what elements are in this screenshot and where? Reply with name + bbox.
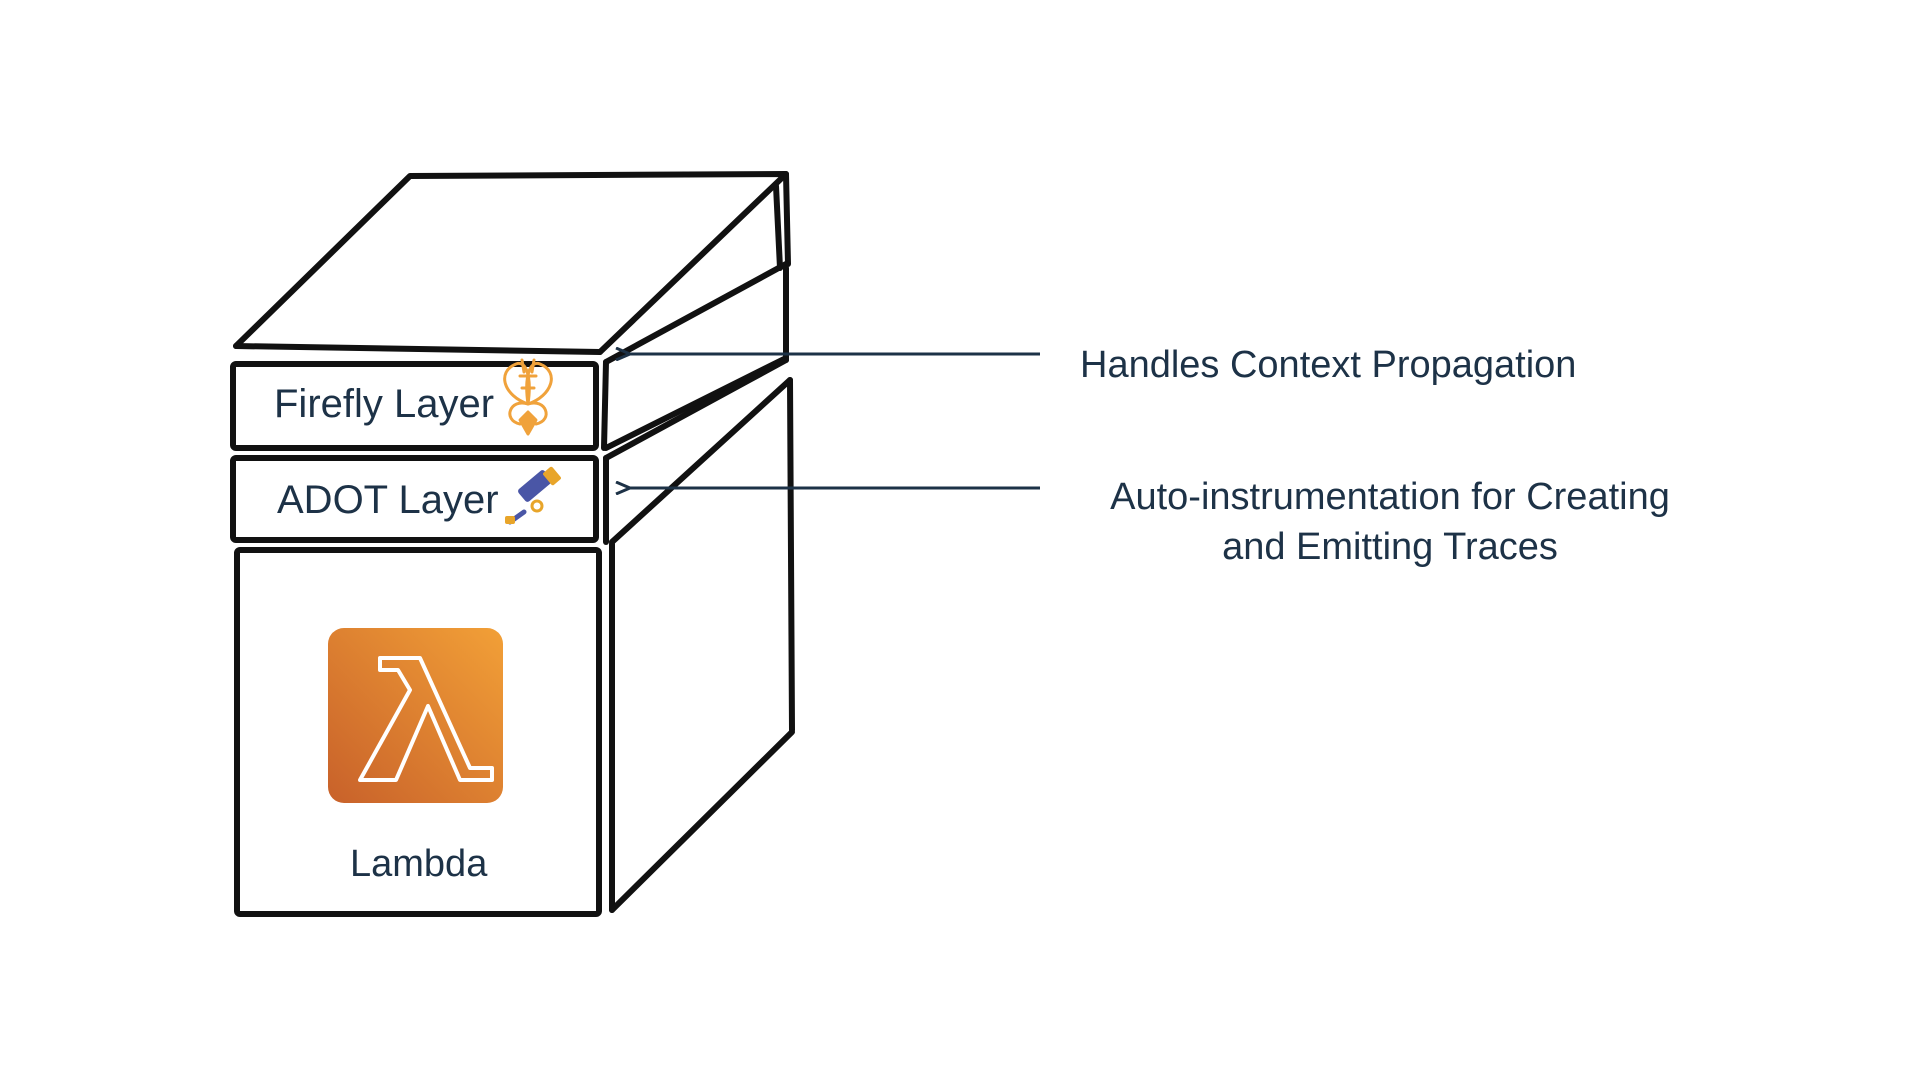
- adot-layer-label: ADOT Layer: [277, 478, 499, 522]
- adot-annotation: Auto-instrumentation for Creating and Em…: [1080, 472, 1700, 572]
- telescope-icon: [505, 466, 561, 525]
- lambda-label: Lambda: [350, 843, 488, 885]
- firefly-annotation: Handles Context Propagation: [1080, 340, 1680, 390]
- lambda-base-box: [234, 377, 795, 917]
- firefly-layer-label: Firefly Layer: [274, 382, 495, 426]
- firefly-layer-slab: [230, 261, 789, 451]
- firefly-annotation-line1: Handles Context Propagation: [1080, 344, 1577, 386]
- adot-annotation-line2: and Emitting Traces: [1222, 526, 1558, 568]
- adot-layer-slab: [230, 357, 793, 545]
- adot-annotation-line1: Auto-instrumentation for Creating: [1110, 476, 1670, 518]
- stack-top-face: [233, 171, 791, 355]
- firefly-icon: [503, 358, 553, 436]
- aws-lambda-icon: [328, 628, 503, 803]
